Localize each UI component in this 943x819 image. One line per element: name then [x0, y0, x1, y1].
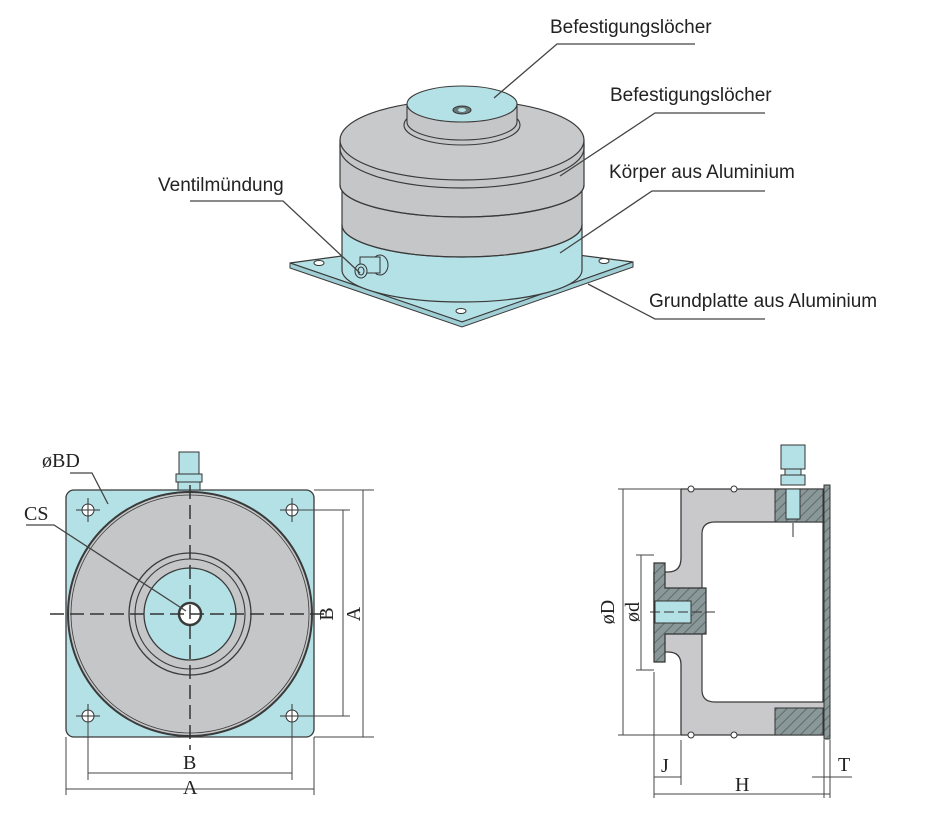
top-mounting-holes [76, 498, 304, 728]
iso-plate-hole [598, 258, 610, 264]
side-rivets [687, 485, 738, 739]
callout-valve-port: Ventilmündung [158, 175, 284, 196]
dim-h: H [735, 774, 749, 796]
callout-mounting-holes-side: Befestigungslöcher [610, 85, 772, 106]
leader-line [559, 190, 765, 254]
dim-a-horizontal: A [183, 777, 198, 799]
dim-inner-diameter: ød [622, 602, 644, 622]
side-end-plate [823, 484, 831, 740]
label-center-screw: CS [24, 503, 48, 525]
iso-plate-hole [455, 308, 467, 314]
callout-mounting-holes-top: Befestigungslöcher [550, 17, 712, 38]
top-view: øBD CS B A B A [24, 450, 374, 799]
leader-line [559, 112, 765, 177]
iso-top-boss [406, 85, 518, 123]
side-valve [780, 444, 806, 537]
leader-line [26, 524, 187, 612]
leader-line [190, 200, 361, 274]
dim-j: J [661, 755, 669, 777]
dim-b-horizontal: B [183, 752, 196, 774]
iso-plate-hole [313, 260, 325, 266]
leader-line [70, 472, 109, 505]
top-valve [178, 451, 200, 475]
isometric-view: Befestigungslöcher Befestigungslöcher Kö… [158, 17, 877, 328]
dim-outer-diameter: øD [597, 600, 619, 624]
side-inner-cavity [701, 521, 824, 703]
callout-aluminium-baseplate: Grundplatte aus Aluminium [649, 291, 877, 312]
leader-line [493, 43, 695, 99]
dim-t: T [838, 754, 850, 776]
dim-b-vertical: B [316, 607, 338, 620]
iso-base-plate-edge [289, 261, 634, 328]
leader-line [587, 283, 765, 320]
iso-valve-port [354, 254, 389, 279]
dim-a-vertical: A [343, 606, 365, 621]
side-hatch-block-bottom [774, 707, 824, 736]
label-hole-diameter: øBD [42, 450, 80, 472]
side-section-view: øD ød J H T [597, 444, 852, 798]
callout-aluminium-body: Körper aus Aluminium [609, 162, 795, 183]
